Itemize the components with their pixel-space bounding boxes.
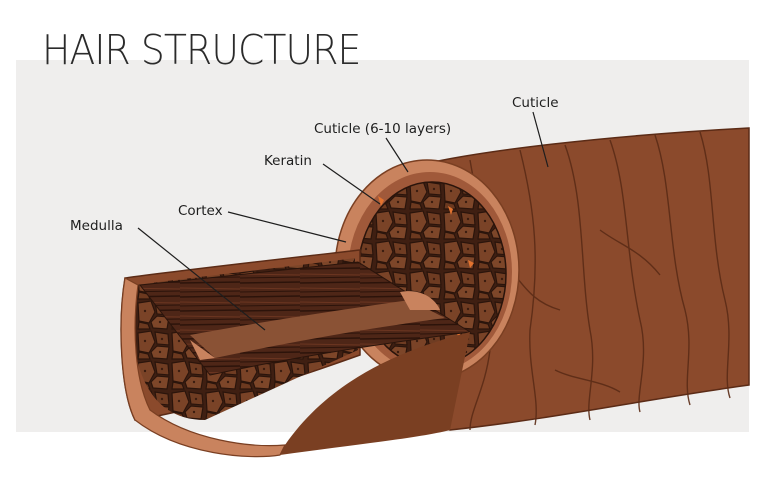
page-title: HAIR STRUCTURE bbox=[42, 26, 361, 74]
label-cuticle: Cuticle bbox=[512, 95, 559, 111]
leader-cortex bbox=[227, 211, 347, 243]
label-keratin: Keratin bbox=[264, 153, 312, 169]
leader-cuticle-layers bbox=[385, 137, 409, 173]
label-cortex: Cortex bbox=[178, 203, 223, 219]
label-cuticle-layers: Cuticle (6-10 layers) bbox=[314, 121, 451, 137]
label-medulla: Medulla bbox=[70, 218, 123, 234]
cutaway-block bbox=[120, 249, 472, 458]
leader-keratin bbox=[322, 163, 381, 205]
leader-cuticle bbox=[532, 111, 549, 168]
medulla-strip bbox=[190, 300, 445, 358]
leader-medulla bbox=[137, 227, 266, 331]
